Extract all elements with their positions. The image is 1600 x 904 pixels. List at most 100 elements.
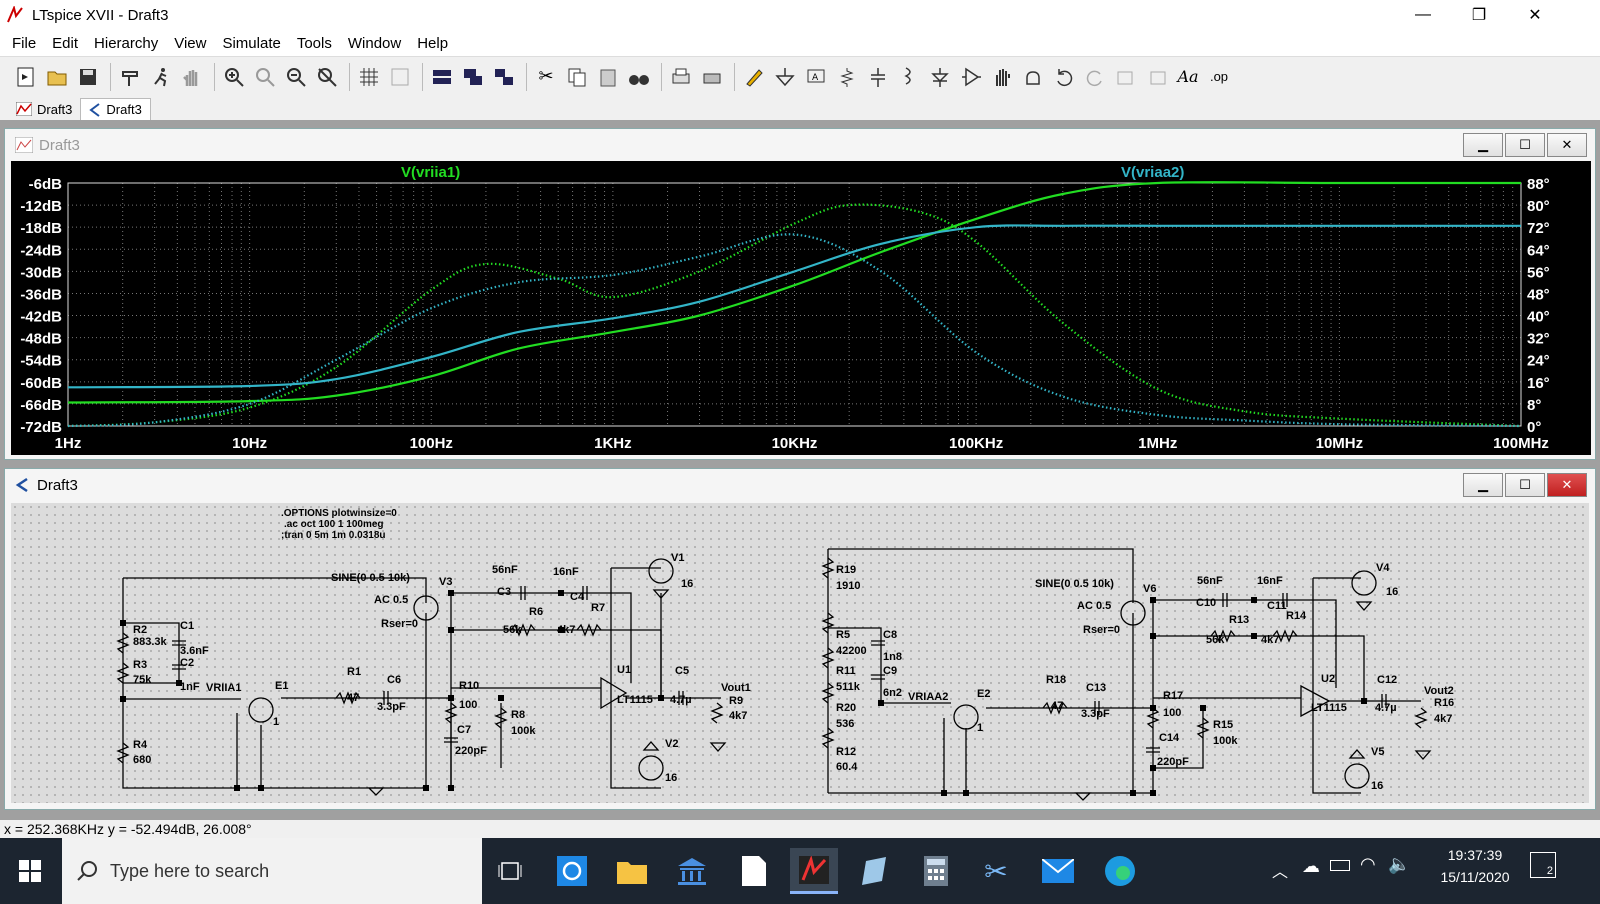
maximize-button[interactable]: ❐ xyxy=(1456,0,1502,30)
taskbar-app-notepad[interactable] xyxy=(730,848,778,894)
component-button[interactable] xyxy=(957,63,985,91)
zoom-out-icon xyxy=(287,67,306,87)
run-button[interactable] xyxy=(147,63,175,91)
autorange-button[interactable] xyxy=(355,63,383,91)
cut-button[interactable]: ✂ xyxy=(532,63,560,91)
open-button[interactable] xyxy=(43,63,71,91)
zoom-in-button[interactable] xyxy=(220,63,248,91)
taskbar-search[interactable]: Type here to search xyxy=(62,838,482,904)
new-schematic-button[interactable] xyxy=(12,63,40,91)
part-value: 4k7 xyxy=(1434,713,1452,725)
y-tick-label-left: -60dB xyxy=(20,375,62,392)
clock[interactable]: 19:37:39 15/11/2020 xyxy=(1430,844,1520,888)
part-value: 100k xyxy=(1213,735,1238,747)
taskbar-app-mail[interactable] xyxy=(1034,848,1082,894)
taskbar-app-calculator[interactable] xyxy=(912,848,960,894)
print-preview-button[interactable] xyxy=(698,63,726,91)
tile-horizontal-button[interactable] xyxy=(428,63,456,91)
taskbar-app-reader[interactable] xyxy=(852,848,900,894)
menu-simulate[interactable]: Simulate xyxy=(222,34,281,52)
taskbar-app-ltspice[interactable] xyxy=(790,848,838,894)
taskbar-app-edge[interactable] xyxy=(1096,848,1144,894)
schematic-window: Draft3 ▁ ☐ ✕ xyxy=(4,468,1596,810)
menu-edit[interactable]: Edit xyxy=(52,34,79,52)
chevron-up-icon[interactable]: ︿ xyxy=(1272,864,1289,881)
save-button[interactable] xyxy=(74,63,102,91)
schematic-canvas[interactable]: .OPTIONS plotwinsize=0 .ac oct 100 1 100… xyxy=(11,503,1589,803)
onedrive-icon[interactable]: ☁ xyxy=(1302,856,1320,876)
halt-button[interactable] xyxy=(178,63,206,91)
spice-directive-button[interactable]: .op xyxy=(1205,63,1233,91)
source-label: V1 xyxy=(671,552,684,564)
menu-hierarchy[interactable]: Hierarchy xyxy=(94,34,159,52)
copy-button[interactable] xyxy=(563,63,591,91)
zoom-out-button[interactable] xyxy=(282,63,310,91)
paste-button[interactable] xyxy=(594,63,622,91)
start-button[interactable] xyxy=(6,848,54,894)
plot-minimize-button[interactable]: ▁ xyxy=(1463,133,1503,157)
label-net-button[interactable]: A xyxy=(802,63,830,91)
capacitor-icon xyxy=(871,67,885,87)
battery-icon[interactable] xyxy=(1330,860,1350,871)
mirror-button[interactable] xyxy=(1143,63,1171,91)
taskbar-app-bank[interactable] xyxy=(668,848,716,894)
close-icon: ✕ xyxy=(1561,137,1573,152)
schematic-symbols xyxy=(116,557,1432,801)
ground-button[interactable] xyxy=(771,63,799,91)
close-button[interactable]: ✕ xyxy=(1512,0,1558,30)
net-label: VRIIA1 xyxy=(206,682,241,694)
taskbar-app-snip[interactable]: ✂ xyxy=(972,848,1020,894)
menu-help[interactable]: Help xyxy=(417,34,449,52)
resistor-button[interactable] xyxy=(833,63,861,91)
rotate-button[interactable] xyxy=(1112,63,1140,91)
source-label: Rser=0 xyxy=(381,618,418,630)
part-value: 536 xyxy=(836,718,854,730)
cascade-icon xyxy=(464,68,482,85)
find-button[interactable] xyxy=(625,63,653,91)
capacitor-button[interactable] xyxy=(864,63,892,91)
schematic-window-controls: ▁ ☐ ✕ xyxy=(1463,473,1587,497)
zoom-fit-button[interactable] xyxy=(313,63,341,91)
close-window-button[interactable] xyxy=(490,63,518,91)
tab-waveform[interactable]: Draft3 xyxy=(8,98,80,120)
move-button[interactable] xyxy=(988,63,1016,91)
inductor-button[interactable] xyxy=(895,63,923,91)
menu-window[interactable]: Window xyxy=(347,34,402,52)
taskbar-app-explorer[interactable] xyxy=(608,848,656,894)
menu-tools[interactable]: Tools xyxy=(296,34,332,52)
volume-icon[interactable]: 🔈 xyxy=(1388,854,1411,874)
diode-button[interactable] xyxy=(926,63,954,91)
y-tick-label-left: -12dB xyxy=(20,198,62,215)
drag-button[interactable] xyxy=(1019,63,1047,91)
zoom-pan-button[interactable] xyxy=(251,63,279,91)
text-button[interactable]: Aa xyxy=(1174,63,1202,91)
tab-schematic[interactable]: Draft3 xyxy=(80,98,151,120)
minimize-button[interactable]: — xyxy=(1400,0,1446,30)
undo-button[interactable] xyxy=(1050,63,1078,91)
print-button[interactable] xyxy=(667,63,695,91)
waveform-plot[interactable]: -6dB-12dB-18dB-24dB-30dB-36dB-42dB-48dB-… xyxy=(11,161,1591,455)
schematic-maximize-button[interactable]: ☐ xyxy=(1505,473,1545,497)
part-value: 100 xyxy=(1163,707,1181,719)
net-label: VRIAA2 xyxy=(908,691,948,703)
cascade-button[interactable] xyxy=(459,63,487,91)
part-ref: R6 xyxy=(529,606,543,618)
control-panel-button[interactable] xyxy=(116,63,144,91)
text-icon: Aa xyxy=(1177,67,1199,86)
menu-file[interactable]: File xyxy=(12,34,37,52)
wifi-icon[interactable]: ◠ xyxy=(1360,854,1376,874)
taskbar-app-sync[interactable] xyxy=(548,848,596,894)
plot-close-button[interactable]: ✕ xyxy=(1547,133,1587,157)
part-value: 60.4 xyxy=(836,761,858,773)
task-view-button[interactable] xyxy=(486,848,534,894)
grid-toggle-button[interactable] xyxy=(386,63,414,91)
notifications-button[interactable]: 2 xyxy=(1530,852,1556,878)
menu-view[interactable]: View xyxy=(174,34,207,52)
schematic-close-button[interactable]: ✕ xyxy=(1547,473,1587,497)
redo-button[interactable] xyxy=(1081,63,1109,91)
part-ref: R20 xyxy=(836,702,856,714)
inductor-icon xyxy=(904,66,911,85)
schematic-minimize-button[interactable]: ▁ xyxy=(1463,473,1503,497)
draw-wire-button[interactable] xyxy=(740,63,768,91)
plot-maximize-button[interactable]: ☐ xyxy=(1505,133,1545,157)
